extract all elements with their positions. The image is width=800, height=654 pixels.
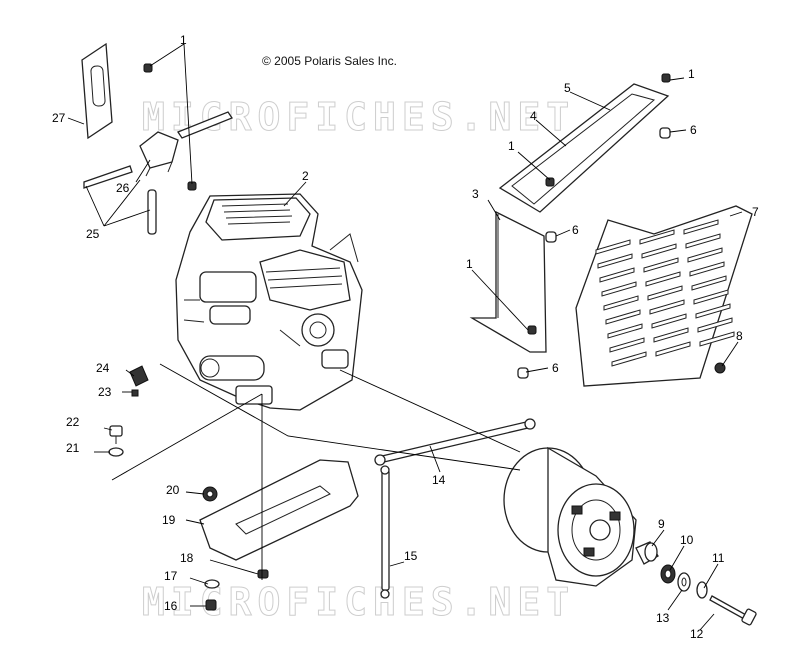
louver-slot bbox=[691, 275, 727, 291]
louver-slot bbox=[605, 309, 641, 325]
callout-23: 23 bbox=[98, 385, 112, 399]
bolt-12 bbox=[709, 595, 757, 626]
louver-slot bbox=[599, 267, 635, 283]
callout-20: 20 bbox=[166, 483, 180, 497]
tube-25-b bbox=[177, 111, 233, 139]
grommet-6-b bbox=[545, 231, 557, 243]
bracket-3 bbox=[469, 210, 547, 353]
louver-slot bbox=[639, 229, 675, 245]
louver-slot bbox=[603, 295, 639, 311]
callout-21: 21 bbox=[66, 441, 80, 455]
link-rod-14 bbox=[374, 418, 536, 466]
callout-1: 1 bbox=[688, 67, 695, 81]
callout-2: 2 bbox=[302, 169, 309, 183]
callout-11: 11 bbox=[712, 551, 725, 565]
louver-slot bbox=[699, 331, 735, 347]
louver-slot bbox=[641, 243, 677, 259]
cover-5 bbox=[498, 83, 670, 213]
callout-1: 1 bbox=[180, 33, 187, 47]
nut-23 bbox=[131, 389, 139, 397]
callout-10: 10 bbox=[680, 533, 694, 547]
bolt-22 bbox=[109, 425, 123, 444]
bracket-plate-27 bbox=[81, 42, 113, 140]
louver-slot bbox=[611, 351, 647, 367]
rod-15 bbox=[380, 465, 390, 599]
louver-slot bbox=[643, 257, 679, 273]
callout-12: 12 bbox=[690, 627, 704, 641]
callout-6: 6 bbox=[690, 123, 697, 137]
washer-13 bbox=[677, 572, 691, 592]
callout-13: 13 bbox=[656, 611, 670, 625]
grommet-6-a bbox=[659, 127, 671, 139]
bolt-1-e bbox=[527, 325, 537, 335]
callout-6: 6 bbox=[552, 361, 559, 375]
callout-18: 18 bbox=[180, 551, 194, 565]
callout-16: 16 bbox=[164, 599, 178, 613]
louvered-panel-7 bbox=[575, 205, 753, 387]
washer-17 bbox=[204, 579, 220, 589]
callout-19: 19 bbox=[162, 513, 176, 527]
louver-slot bbox=[685, 233, 721, 249]
tube-25-a bbox=[83, 165, 133, 189]
louver-slot bbox=[609, 337, 645, 353]
louver-slot bbox=[655, 341, 691, 357]
louver-slot bbox=[651, 313, 687, 329]
callout-4: 4 bbox=[530, 109, 537, 123]
engine-2 bbox=[175, 193, 363, 411]
callout-27: 27 bbox=[52, 111, 66, 125]
grommet-6-c bbox=[517, 367, 529, 379]
louver-slot bbox=[595, 239, 631, 255]
louver-slot bbox=[649, 299, 685, 315]
louver-slot bbox=[647, 285, 683, 301]
louver-slot bbox=[597, 253, 633, 269]
callout-1: 1 bbox=[466, 257, 473, 271]
louver-slot bbox=[645, 271, 681, 287]
louver-slot bbox=[683, 219, 719, 235]
callout-6: 6 bbox=[572, 223, 579, 237]
callout-22: 22 bbox=[66, 415, 80, 429]
callout-8: 8 bbox=[736, 329, 743, 343]
callout-3: 3 bbox=[472, 187, 479, 201]
tube-25-c bbox=[147, 189, 157, 235]
callout-15: 15 bbox=[404, 549, 418, 563]
bolt-1-d bbox=[545, 177, 555, 187]
copyright-notice: © 2005 Polaris Sales Inc. bbox=[262, 54, 397, 68]
drive-clutch bbox=[503, 446, 637, 587]
base-plate-19 bbox=[199, 459, 359, 561]
callout-1: 1 bbox=[508, 139, 515, 153]
callout-14: 14 bbox=[432, 473, 446, 487]
washer-21 bbox=[108, 447, 124, 457]
nut-20 bbox=[202, 486, 218, 502]
callout-9: 9 bbox=[658, 517, 665, 531]
bolt-1-c bbox=[661, 73, 671, 83]
washer-11 bbox=[696, 581, 708, 599]
louver-slot bbox=[601, 281, 637, 297]
leader-lines bbox=[67, 43, 743, 631]
callout-7: 7 bbox=[752, 205, 759, 219]
louver-slot bbox=[689, 261, 725, 277]
bolt-16 bbox=[205, 599, 217, 611]
spacer-9 bbox=[635, 541, 659, 565]
nut-18 bbox=[257, 569, 269, 579]
callout-5: 5 bbox=[564, 81, 571, 95]
washer-10 bbox=[660, 564, 676, 584]
louver-slot bbox=[697, 317, 733, 333]
callout-26: 26 bbox=[116, 181, 130, 195]
watermark-top: MICROFICHES.NET bbox=[141, 95, 576, 140]
louver-slot bbox=[693, 289, 729, 305]
fitting-24 bbox=[129, 365, 149, 387]
louver-slot bbox=[687, 247, 723, 263]
louver-slot bbox=[695, 303, 731, 319]
callout-24: 24 bbox=[96, 361, 110, 375]
solenoid-26 bbox=[139, 131, 179, 177]
louver-slot bbox=[607, 323, 643, 339]
louver-slot bbox=[653, 327, 689, 343]
callout-17: 17 bbox=[164, 569, 178, 583]
callout-25: 25 bbox=[86, 227, 100, 241]
